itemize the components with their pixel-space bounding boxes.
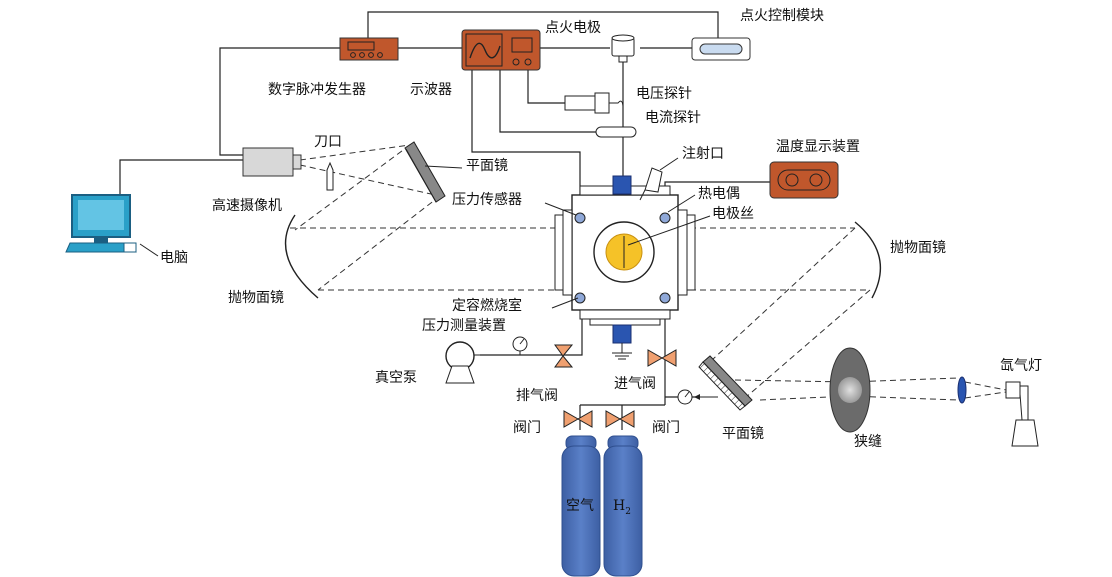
vacuum-pump-label: 真空泵 <box>375 370 417 386</box>
parabolic-mirror-right-label: 抛物面镜 <box>890 240 946 256</box>
electrode-wire-label: 电极丝 <box>712 206 754 222</box>
thermocouple-label: 热电偶 <box>698 186 740 202</box>
ignition-control-label: 点火控制模块 <box>740 8 824 24</box>
exhaust-valve <box>554 344 574 368</box>
plane-mirror-top-leader <box>424 165 463 169</box>
valve-left-label: 阀门 <box>513 420 541 436</box>
pressure-sensor-label: 压力传感器 <box>452 191 522 208</box>
h2-main: H <box>613 498 625 514</box>
camera-label: 高速摄像机 <box>212 197 282 214</box>
computer-label: 电脑 <box>160 250 188 266</box>
computer <box>65 194 137 253</box>
combustion-chamber-label: 定容燃烧室 <box>452 297 522 314</box>
h2-cylinder-label: H2 <box>613 498 631 517</box>
ignition-electrode <box>611 34 635 63</box>
plane-mirror-top <box>404 141 446 203</box>
temperature-display <box>769 161 839 199</box>
temperature-display-label: 温度显示装置 <box>776 139 860 155</box>
slit <box>829 347 871 433</box>
pressure-sensor-leader <box>544 202 577 216</box>
valve-right-label: 阀门 <box>652 420 680 436</box>
pulse-generator <box>339 37 399 61</box>
air-cylinder-label: 空气 <box>566 498 594 514</box>
plane-mirror-bottom <box>698 355 753 411</box>
pressure-gauge-label: 压力测量装置 <box>422 318 506 334</box>
ignition-control-module <box>691 37 751 61</box>
parabolic-mirror-left <box>284 214 319 299</box>
line-pressure-gauge <box>677 389 693 405</box>
air-cylinder <box>561 435 601 577</box>
inlet-valve <box>647 349 677 367</box>
xenon-lamp-label: 氙气灯 <box>1000 358 1042 374</box>
h2-cylinder <box>603 435 643 577</box>
knife-edge <box>326 161 334 191</box>
valve-right <box>605 410 635 428</box>
injection-port-label: 注射口 <box>682 146 724 162</box>
injection-port <box>639 167 663 201</box>
electrode-wire-leader <box>627 215 711 246</box>
oscilloscope-label: 示波器 <box>410 82 452 98</box>
parabolic-mirror-right <box>854 221 882 299</box>
thermocouple-leader <box>667 194 696 213</box>
oscilloscope <box>461 29 541 71</box>
valve-left <box>563 410 593 428</box>
combustion-chamber-leader <box>551 297 579 309</box>
computer-leader <box>139 243 159 257</box>
exhaust-valve-label: 排气阀 <box>516 388 558 404</box>
parabolic-mirror-left-label: 抛物面镜 <box>228 290 284 306</box>
voltage-probe-label: 电压探针 <box>636 86 692 102</box>
condenser-lens <box>957 376 967 404</box>
arrow-head <box>694 394 700 400</box>
knife-edge-label: 刀口 <box>314 134 342 150</box>
current-probe <box>595 126 637 138</box>
h2-subscript: 2 <box>625 507 631 517</box>
vacuum-pump <box>445 341 482 384</box>
voltage-probe <box>564 92 624 114</box>
current-probe-label: 电流探针 <box>645 110 701 126</box>
slit-label: 狭缝 <box>854 434 882 450</box>
pressure-gauge <box>512 336 528 355</box>
combustion-chamber <box>554 175 696 360</box>
xenon-lamp <box>1005 381 1039 447</box>
plane-mirror-bottom-label: 平面镜 <box>722 426 764 442</box>
pulse-generator-label: 数字脉冲发生器 <box>268 82 366 98</box>
injection-port-leader <box>659 157 679 171</box>
plane-mirror-top-label: 平面镜 <box>466 158 508 174</box>
inlet-valve-label: 进气阀 <box>614 376 656 392</box>
ignition-electrode-label: 点火电极 <box>545 20 601 36</box>
high-speed-camera <box>242 147 302 177</box>
